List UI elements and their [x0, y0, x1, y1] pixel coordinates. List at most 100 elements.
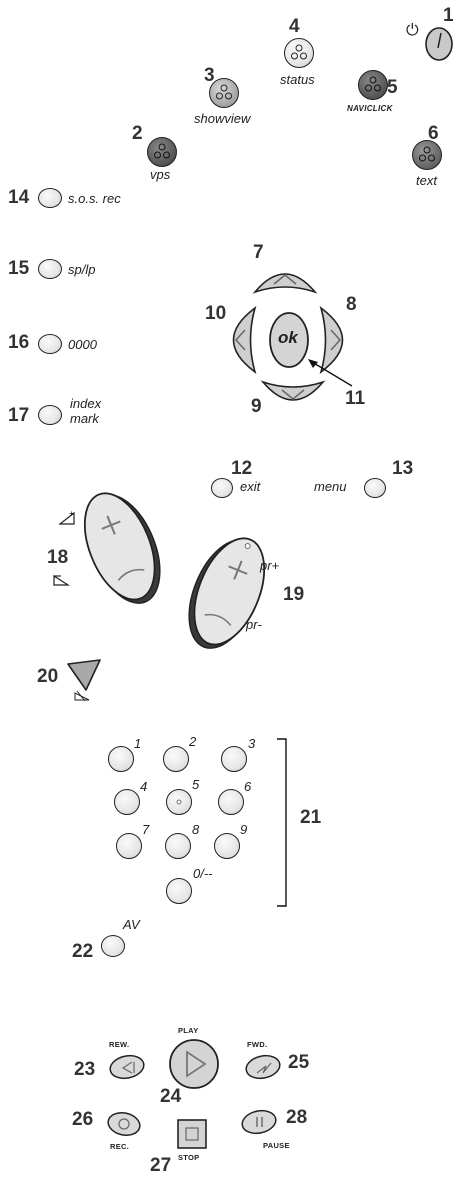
- counter-label: 0000: [68, 337, 97, 352]
- naviclick-button[interactable]: [358, 70, 388, 100]
- callout-11-arrow: [308, 359, 353, 387]
- fwd-label: FWD.: [247, 1040, 268, 1049]
- callout-17: 17: [8, 405, 30, 426]
- pause-button[interactable]: [240, 1108, 278, 1136]
- keypad-2-label: 2: [189, 734, 197, 749]
- callout-28: 28: [286, 1107, 308, 1128]
- showview-dots-icon: [216, 84, 232, 100]
- pause-label: PAUSE: [263, 1141, 290, 1150]
- callout-3: 3: [204, 65, 215, 86]
- exit-button[interactable]: [211, 478, 233, 498]
- callout-20: 20: [37, 666, 59, 687]
- av-label: AV: [123, 917, 140, 932]
- keypad-3-button[interactable]: [221, 746, 247, 772]
- sp-lp-label: sp/lp: [68, 262, 96, 277]
- callout-14: 14: [8, 187, 30, 208]
- keypad-0-label: 0/--: [193, 866, 213, 881]
- callout-2: 2: [132, 123, 143, 144]
- mark-label: mark: [70, 411, 99, 426]
- play-button[interactable]: [168, 1038, 220, 1090]
- showview-label: showview: [194, 111, 251, 126]
- nav-up-button[interactable]: [250, 262, 320, 296]
- callout-15: 15: [8, 258, 30, 279]
- callout-6: 6: [428, 123, 439, 144]
- power-button[interactable]: [424, 26, 454, 62]
- callout-26: 26: [72, 1109, 94, 1130]
- keypad-8-label: 8: [192, 822, 200, 837]
- counter-reset-button[interactable]: [38, 334, 62, 354]
- svg-text:+: +: [69, 509, 74, 518]
- rew-label: REW.: [109, 1040, 130, 1049]
- power-symbol-icon: ⏻: [406, 22, 419, 39]
- naviclick-dots-icon: [365, 76, 381, 92]
- exit-label: exit: [240, 479, 261, 494]
- keypad-6-button[interactable]: [218, 789, 244, 815]
- callout-13: 13: [392, 458, 414, 479]
- record-button[interactable]: [106, 1110, 142, 1138]
- text-button[interactable]: [412, 140, 442, 170]
- callout-27: 27: [150, 1155, 172, 1176]
- keypad-1-label: 1: [134, 736, 142, 751]
- callout-19: 19: [283, 584, 305, 605]
- callout-16: 16: [8, 332, 30, 353]
- ok-label: ok: [278, 328, 298, 347]
- showview-button[interactable]: [209, 78, 239, 108]
- keypad-bracket: [277, 738, 287, 907]
- ok-button[interactable]: [268, 310, 310, 370]
- callout-5: 5: [387, 77, 398, 98]
- volume-rocker-button[interactable]: [76, 485, 166, 610]
- callout-7: 7: [253, 242, 264, 263]
- nav-right-button[interactable]: [316, 304, 356, 376]
- menu-button[interactable]: [364, 478, 386, 498]
- keypad-0-button[interactable]: [166, 878, 192, 904]
- callout-8: 8: [346, 294, 357, 315]
- program-rocker-button[interactable]: [183, 530, 273, 655]
- vps-button[interactable]: [147, 137, 177, 167]
- volume-up-icon: +: [58, 509, 75, 525]
- pr-minus-label: pr-: [246, 617, 262, 632]
- status-button[interactable]: [284, 38, 314, 68]
- menu-label: menu: [314, 479, 347, 494]
- callout-1: 1: [443, 5, 454, 26]
- stop-label: STOP: [178, 1153, 200, 1162]
- keypad-4-button[interactable]: [114, 789, 140, 815]
- mute-icon: [74, 690, 90, 702]
- callout-23: 23: [74, 1059, 96, 1080]
- av-button[interactable]: [101, 935, 125, 957]
- callout-18: 18: [47, 547, 69, 568]
- keypad-5-label: 5: [192, 777, 200, 792]
- forward-button[interactable]: [244, 1053, 282, 1081]
- callout-9: 9: [251, 396, 262, 417]
- mute-button[interactable]: [64, 656, 104, 700]
- vps-label: vps: [150, 167, 171, 182]
- callout-25: 25: [288, 1052, 310, 1073]
- keypad-3-label: 3: [248, 736, 256, 751]
- callout-10: 10: [205, 303, 227, 324]
- index-label: index: [70, 396, 102, 411]
- callout-11: 11: [345, 388, 366, 409]
- callout-12: 12: [231, 458, 253, 479]
- stop-button[interactable]: [176, 1118, 208, 1150]
- keypad-6-label: 6: [244, 779, 252, 794]
- text-label: text: [416, 173, 437, 188]
- keypad-8-button[interactable]: [165, 833, 191, 859]
- sos-rec-label: s.o.s. rec: [68, 191, 121, 206]
- sos-rec-button[interactable]: [38, 188, 62, 208]
- index-mark-button[interactable]: [38, 405, 62, 425]
- callout-24: 24: [160, 1086, 182, 1107]
- keypad-7-label: 7: [142, 822, 150, 837]
- keypad-2-button[interactable]: [163, 746, 189, 772]
- pr-plus-label: pr+: [260, 558, 280, 573]
- nav-left-button[interactable]: [220, 304, 260, 376]
- rewind-button[interactable]: [108, 1053, 146, 1081]
- status-dots-icon: [291, 44, 307, 60]
- keypad-7-button[interactable]: [116, 833, 142, 859]
- keypad-1-button[interactable]: [108, 746, 134, 772]
- keypad-9-label: 9: [240, 822, 248, 837]
- sp-lp-button[interactable]: [38, 259, 62, 279]
- nav-down-button[interactable]: [258, 378, 328, 412]
- text-dots-icon: [419, 146, 435, 162]
- keypad-9-button[interactable]: [214, 833, 240, 859]
- volume-down-icon: [53, 574, 71, 586]
- keypad-4-label: 4: [140, 779, 148, 794]
